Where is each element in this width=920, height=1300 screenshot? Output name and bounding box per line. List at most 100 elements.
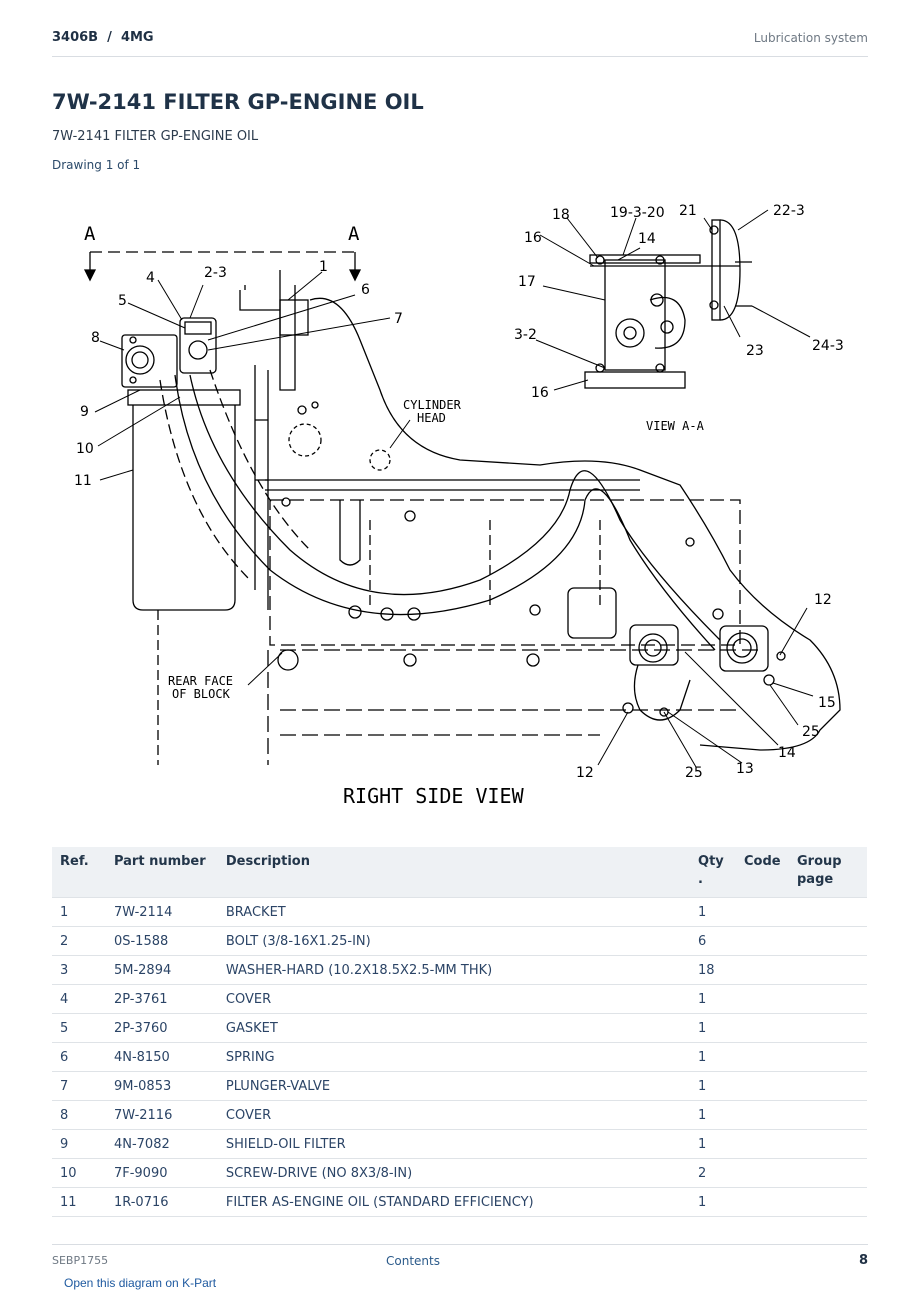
cell-qty: 18 xyxy=(690,955,737,985)
cylinder-head-label-2: HEAD xyxy=(417,411,446,425)
model-label: 3406B / 4MG xyxy=(52,30,154,45)
cell-code xyxy=(736,1100,789,1130)
page-title: 7W-2141 FILTER GP-ENGINE OIL xyxy=(52,90,424,114)
callout-11: 11 xyxy=(74,473,92,489)
view-aa-base xyxy=(584,371,686,389)
cell-part-number: 7W-2116 xyxy=(105,1100,218,1130)
cell-qty: 1 xyxy=(690,1129,737,1159)
contents-link[interactable]: Contents xyxy=(386,1254,440,1268)
cell-code xyxy=(736,1129,789,1159)
parts-diagram[interactable]: A A 1 2-3 4 5 6 7 8 9 10 11 CYLINDER HEA… xyxy=(40,190,880,820)
cell-qty: 1 xyxy=(690,984,737,1014)
callout-12-bottom: 12 xyxy=(576,765,594,781)
view-marker-right: A xyxy=(348,223,360,245)
cell-qty: 1 xyxy=(690,897,737,927)
filter-shield xyxy=(127,389,241,406)
header-code: Code xyxy=(736,847,789,898)
page-header: 3406B / 4MG Lubrication system xyxy=(52,28,868,57)
callout-v23: 23 xyxy=(746,343,764,359)
oil-line-2 xyxy=(174,374,716,651)
cell-qty: 1 xyxy=(690,1071,737,1101)
cell-group-page xyxy=(789,1042,867,1072)
cell-ref: 4 xyxy=(52,984,106,1014)
cell-code xyxy=(736,955,789,985)
cell-ref: 7 xyxy=(52,1071,106,1101)
cell-code xyxy=(736,897,789,927)
cell-description: WASHER-HARD (10.2X18.5X2.5-MM THK) xyxy=(217,955,691,985)
cell-ref: 1 xyxy=(52,897,106,927)
cell-ref: 9 xyxy=(52,1129,106,1159)
view-aa-bracket xyxy=(711,219,721,321)
page-number: 8 xyxy=(858,1253,868,1268)
cell-part-number: 1R-0716 xyxy=(105,1187,218,1217)
arrow-head-left xyxy=(83,269,97,282)
cell-description: PLUNGER-VALVE xyxy=(217,1071,691,1101)
rear-face-label-1: REAR FACE xyxy=(168,674,233,688)
engine-block xyxy=(269,499,741,646)
callout-v19-3-20: 19-3-20 xyxy=(610,205,665,221)
cylinder-head-outline xyxy=(309,297,841,751)
cell-description: SCREW-DRIVE (NO 8X3/8-IN) xyxy=(217,1158,691,1188)
cell-description: BOLT (3/8-16X1.25-IN) xyxy=(217,926,691,956)
callout-14-bottom: 14 xyxy=(778,745,796,761)
cell-code xyxy=(736,1158,789,1188)
cell-part-number: 2P-3761 xyxy=(105,984,218,1014)
view-aa-label: VIEW A-A xyxy=(646,419,705,433)
drawing-count-label: Drawing 1 of 1 xyxy=(52,158,141,172)
cell-part-number: 4N-8150 xyxy=(105,1042,218,1072)
fitting-right xyxy=(719,625,769,672)
callout-5: 5 xyxy=(118,293,127,309)
cell-ref: 3 xyxy=(52,955,106,985)
callout-v16-bottom: 16 xyxy=(531,385,549,401)
callout-v16-top: 16 xyxy=(524,230,542,246)
cell-group-page xyxy=(789,1100,867,1130)
callout-2-3: 2-3 xyxy=(204,265,227,281)
cell-ref: 2 xyxy=(52,926,106,956)
cell-qty: 6 xyxy=(690,926,737,956)
filter-base xyxy=(121,334,178,388)
cell-code xyxy=(736,984,789,1014)
cell-description: SHIELD-OIL FILTER xyxy=(217,1129,691,1159)
callout-v3-2: 3-2 xyxy=(514,327,537,343)
header-qty: Qty . xyxy=(690,847,737,898)
parts-table: Ref. Part number Description Qty . Code … xyxy=(52,847,867,1217)
cell-part-number: 7F-9090 xyxy=(105,1158,218,1188)
table-header-row: Ref. Part number Description Qty . Code … xyxy=(52,847,867,898)
cell-part-number: 4N-7082 xyxy=(105,1129,218,1159)
cell-code xyxy=(736,1071,789,1101)
filter-canister xyxy=(132,405,236,611)
callout-6: 6 xyxy=(361,282,370,298)
cell-ref: 5 xyxy=(52,1013,106,1043)
callout-9: 9 xyxy=(80,404,89,420)
right-side-view-label: RIGHT SIDE VIEW xyxy=(343,784,525,808)
cell-qty: 1 xyxy=(690,1187,737,1217)
cell-group-page xyxy=(789,1013,867,1043)
cell-part-number: 7W-2114 xyxy=(105,897,218,927)
cell-description: GASKET xyxy=(217,1013,691,1043)
cylinder-head-label-1: CYLINDER xyxy=(403,398,462,412)
cell-description: COVER xyxy=(217,1100,691,1130)
page-subtitle: 7W-2141 FILTER GP-ENGINE OIL xyxy=(52,129,259,144)
cell-description: BRACKET xyxy=(217,897,691,927)
callout-10: 10 xyxy=(76,441,94,457)
cell-description: COVER xyxy=(217,984,691,1014)
callout-v17: 17 xyxy=(518,274,536,290)
cell-group-page xyxy=(789,984,867,1014)
cell-ref: 10 xyxy=(52,1158,106,1188)
callout-4: 4 xyxy=(146,270,155,286)
header-part-number: Part number xyxy=(105,847,218,898)
doc-id: SEBP1755 xyxy=(52,1254,109,1267)
cell-ref: 11 xyxy=(52,1187,106,1217)
cell-group-page xyxy=(789,1187,867,1217)
kpart-link[interactable]: Open this diagram on K-Part xyxy=(64,1276,217,1290)
valve-housing xyxy=(179,317,217,374)
